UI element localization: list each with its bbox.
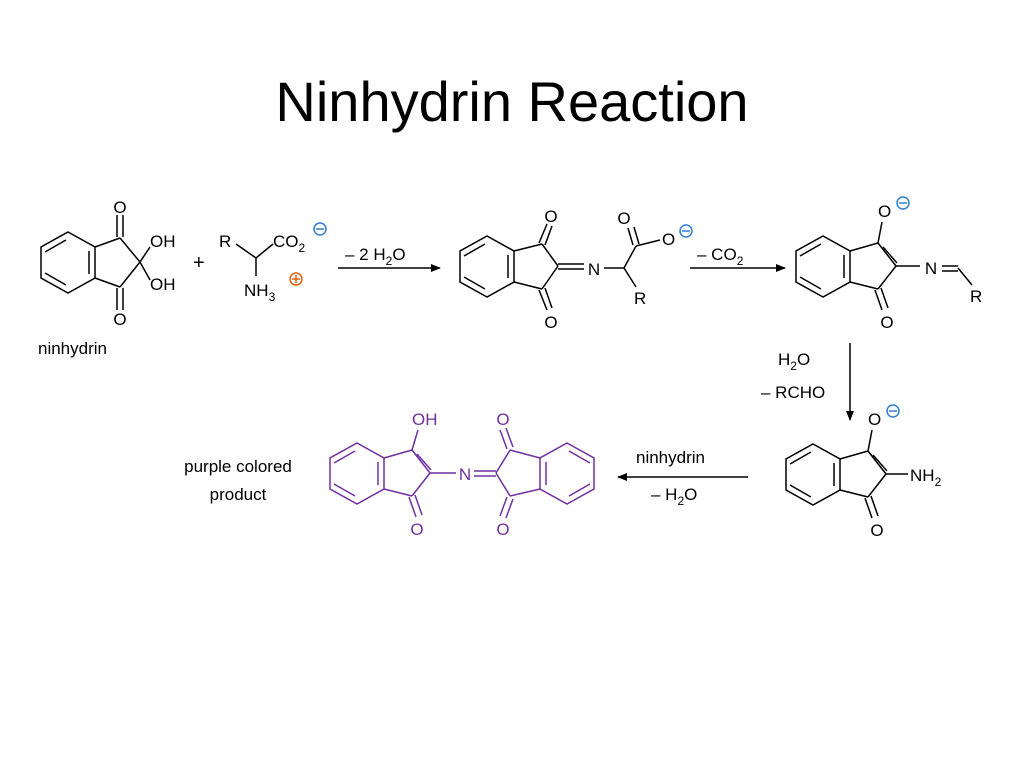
- imine-o-bottom: O: [544, 313, 557, 332]
- product-caption-line-1: purple colored: [184, 457, 292, 476]
- benzene-ring: [40, 231, 96, 294]
- product-oh: OH: [412, 410, 438, 429]
- amine-o-bottom: O: [870, 521, 883, 540]
- step-1-label: – 2 H2O: [345, 245, 406, 268]
- enolate-intermediate-structure: [795, 221, 973, 311]
- amine-intermediate-structure: [785, 429, 908, 519]
- anion-charge-icon: [896, 196, 910, 210]
- ninhydrin-o-bottom: O: [113, 310, 126, 329]
- imine-o-carbonyl: O: [617, 209, 630, 228]
- product-o-right-top: O: [496, 410, 509, 429]
- anion-charge-icon: [886, 404, 900, 418]
- step-2-label: – CO2: [697, 245, 744, 268]
- amino-acid-r: R: [219, 232, 231, 251]
- step-3-label-2: – RCHO: [761, 383, 825, 402]
- imine-o-top: O: [544, 207, 557, 226]
- ninhydrin-oh-1: OH: [150, 232, 176, 251]
- enolate-n: N: [925, 259, 937, 278]
- slide-title: Ninhydrin Reaction: [275, 70, 749, 133]
- imine-r: R: [634, 289, 646, 308]
- ninhydrin-structure: [40, 215, 151, 310]
- amino-acid-co2: CO2: [273, 232, 306, 255]
- enolate-r: R: [970, 287, 982, 306]
- imine-intermediate-structure: [459, 223, 661, 311]
- product-caption-line-2: product: [210, 485, 267, 504]
- imine-n: N: [588, 260, 600, 279]
- step-4-label-2: – H2O: [651, 485, 697, 508]
- amine-nh2: NH2: [910, 466, 942, 489]
- ninhydrin-caption: ninhydrin: [38, 339, 107, 358]
- enolate-o-bottom: O: [880, 313, 893, 332]
- product-n: N: [459, 465, 471, 484]
- step-3-label-1: H2O: [778, 350, 810, 373]
- imine-o-anion: O: [662, 230, 675, 249]
- cation-charge-icon: [289, 272, 303, 286]
- plus-sign: +: [193, 252, 205, 274]
- ninhydrin-oh-2: OH: [150, 275, 176, 294]
- enolate-o-anion: O: [878, 202, 891, 221]
- ninhydrin-o-top: O: [113, 198, 126, 217]
- product-o-left-bottom: O: [410, 520, 423, 539]
- anion-charge-icon: [313, 222, 327, 236]
- amine-o-anion: O: [868, 410, 881, 429]
- amino-acid-nh3: NH3: [244, 281, 276, 304]
- amino-acid-structure: [235, 243, 274, 276]
- step-4-label-1: ninhydrin: [636, 448, 705, 467]
- purple-product-structure: [329, 427, 595, 519]
- product-o-right-bottom: O: [496, 520, 509, 539]
- anion-charge-icon: [679, 224, 693, 238]
